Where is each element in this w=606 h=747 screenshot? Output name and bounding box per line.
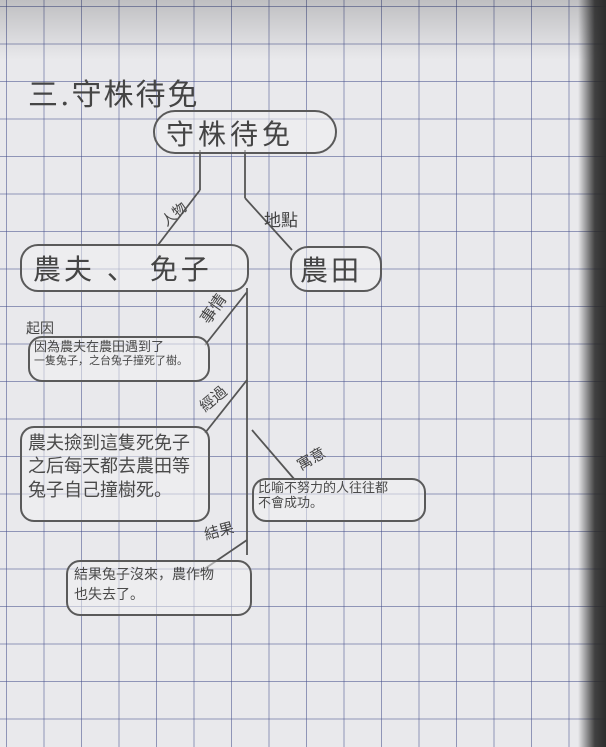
center-topic: 守株待免 bbox=[166, 118, 295, 151]
page-edge-shadow bbox=[578, 0, 606, 747]
characters-box bbox=[20, 244, 249, 292]
moral-line-2: 不會成功。 bbox=[258, 496, 324, 512]
ending-line-1: 結果兔子沒來，農作物 bbox=[74, 567, 214, 583]
beginning-text: 因為農夫在農田遇到了 一隻兔子，之台兔子撞死了樹。 bbox=[34, 340, 208, 368]
ending-text: 結果兔子沒來，農作物 也失去了。 bbox=[74, 566, 246, 605]
connector-to-beginning bbox=[204, 291, 248, 346]
ending-line-2: 也失去了。 bbox=[74, 586, 144, 603]
moral-box bbox=[252, 478, 426, 522]
development-box bbox=[20, 426, 210, 522]
beginning-label: 起因 bbox=[26, 321, 54, 337]
connector-to-development bbox=[204, 379, 248, 434]
place-content: 農田 bbox=[300, 254, 363, 287]
moral-text: 比喻不努力的人往往都 不會成功。 bbox=[258, 481, 424, 512]
beginning-line-1: 因為農夫在農田遇到了 bbox=[34, 340, 165, 355]
page-title: 三.守株待免 bbox=[28, 78, 200, 113]
beginning-box bbox=[28, 336, 210, 382]
ending-box bbox=[66, 560, 252, 616]
page-shadow bbox=[0, 0, 606, 60]
place-label: 地點 bbox=[264, 211, 298, 231]
development-line-3: 兔子自己撞樹死。 bbox=[28, 479, 172, 501]
connector-to-place bbox=[244, 197, 293, 251]
connector-to-characters bbox=[157, 189, 201, 246]
development-line-1: 農夫撿到這隻死免子 bbox=[28, 433, 190, 454]
beginning-line-2: 一隻兔子，之台兔子撞死了樹。 bbox=[34, 354, 188, 368]
characters-content: 農夫 、 免子 bbox=[33, 253, 212, 286]
place-box bbox=[290, 246, 382, 292]
moral-line-1: 比喻不努力的人往往都 bbox=[258, 481, 389, 496]
development-line-2: 之后每天都去農田等 bbox=[28, 456, 190, 478]
center-topic-box bbox=[153, 110, 337, 154]
connector-to-moral bbox=[251, 429, 296, 481]
development-text: 農夫撿到這隻死免子 之后每天都去農田等 兔子自己撞樹死。 bbox=[28, 432, 204, 502]
